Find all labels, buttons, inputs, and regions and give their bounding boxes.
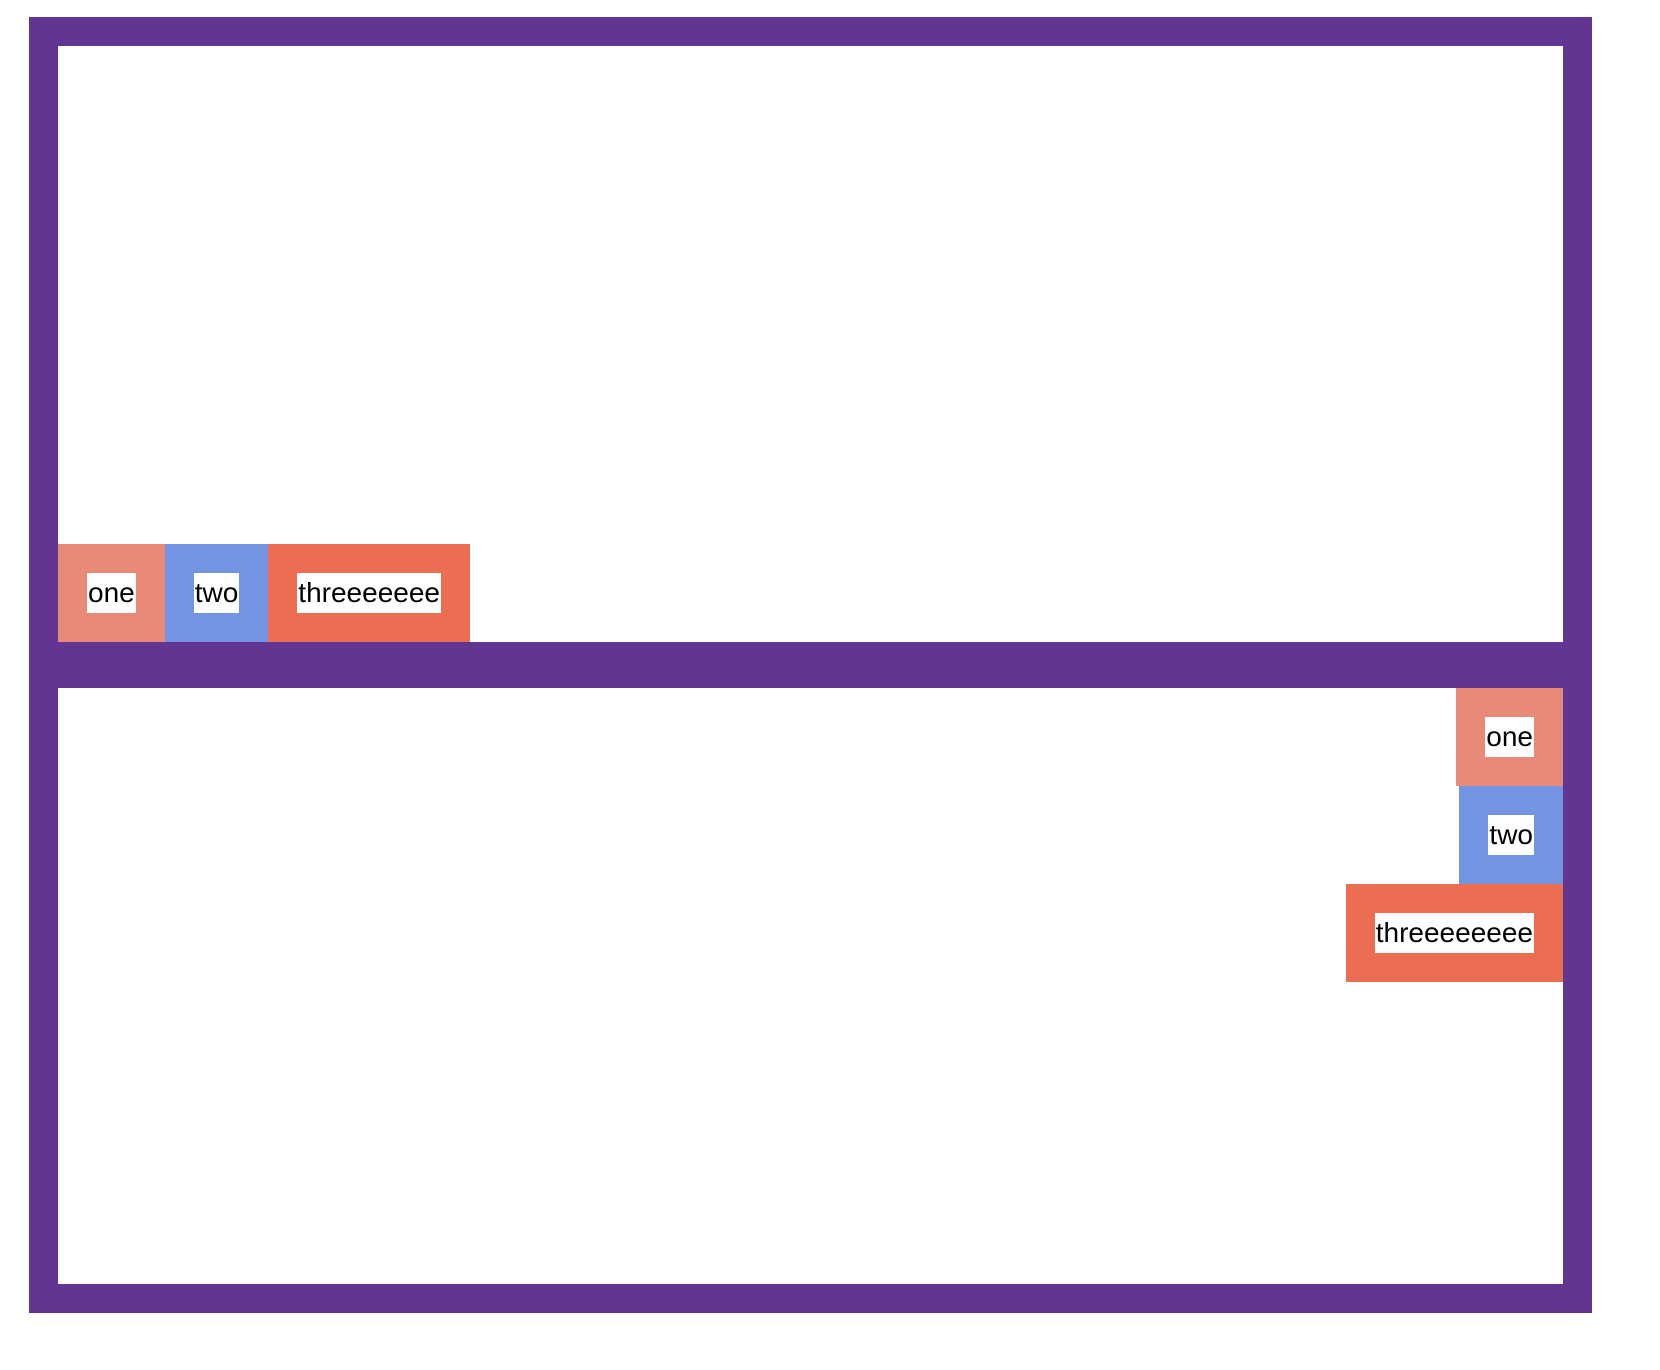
flex-container-column: one two threeeeeeee xyxy=(29,659,1592,1313)
flex-item-one: one xyxy=(58,544,165,642)
flex-container-row: one two threeeeeee xyxy=(29,17,1592,671)
flex-item-two: two xyxy=(1459,786,1563,884)
flex-item-three-label: threeeeeeee xyxy=(1374,913,1534,953)
flex-item-one-label: one xyxy=(87,573,136,613)
flex-item-three: threeeeeeee xyxy=(1345,884,1563,982)
flex-item-three: threeeeeee xyxy=(268,544,470,642)
flex-item-one: one xyxy=(1456,688,1563,786)
flex-item-two-label: two xyxy=(1488,815,1534,855)
flex-item-one-label: one xyxy=(1485,717,1534,757)
flex-item-two-label: two xyxy=(193,573,240,613)
flex-item-three-label: threeeeeee xyxy=(297,573,441,613)
flex-item-two: two xyxy=(164,544,269,642)
